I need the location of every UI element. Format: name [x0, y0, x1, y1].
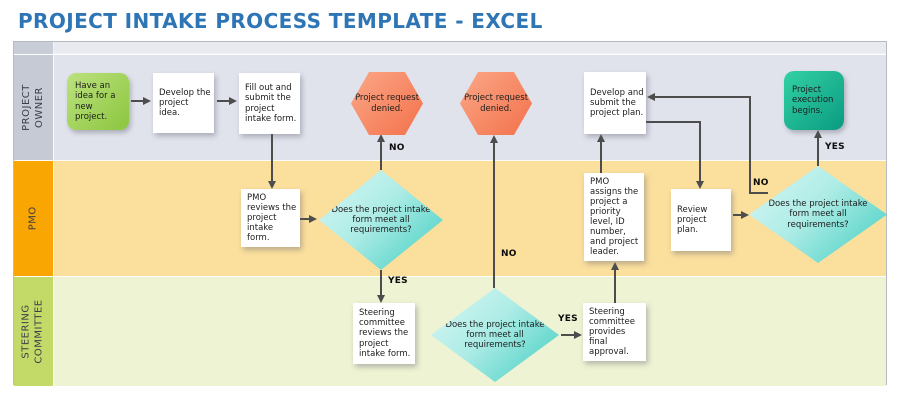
header-strip-label-cell	[14, 42, 54, 54]
arrowhead-up-icon	[610, 262, 619, 270]
arrowhead-up-icon	[489, 135, 498, 143]
node-text: PMO reviews the project intake form.	[247, 192, 297, 244]
lane-label-text: PROJECT OWNER	[21, 84, 45, 131]
node-text: Does the project intake form meet all re…	[331, 204, 431, 235]
node-text: Does the project intake form meet all re…	[768, 199, 868, 230]
connector-decision-plan-no-h1	[749, 192, 768, 194]
arrowhead-up-icon	[596, 134, 605, 142]
lane-label-text: STEERING COMMITTEE	[21, 299, 45, 364]
node-text: Project request denied.	[463, 93, 529, 114]
connector-decision-plan-no-v	[749, 96, 751, 194]
node-text: Does the project intake form meet all re…	[445, 319, 545, 350]
connector-decision-yes-to-steering-reviews	[380, 270, 382, 296]
arrowhead-right-icon	[143, 96, 151, 105]
step-pmo-assigns[interactable]: PMO assigns the project a priority level…	[584, 173, 644, 261]
lane-label-text: PMO	[27, 206, 39, 231]
step-fill-intake-form[interactable]: Fill out and submit the project intake f…	[239, 73, 300, 134]
connector-approval-to-pmo-assigns	[614, 269, 616, 303]
node-text: Develop and submit the project plan.	[590, 87, 644, 118]
connector-decision-plan-yes-to-execution	[817, 137, 819, 166]
arrowhead-right-icon	[741, 210, 749, 219]
edge-label-yes: YES	[825, 142, 845, 152]
lane-steering-committee: STEERING COMMITTEE	[14, 276, 886, 386]
step-review-plan[interactable]: Review project plan.	[671, 189, 731, 251]
node-text: Project request denied.	[354, 93, 420, 114]
edge-label-yes: YES	[388, 276, 408, 286]
connector-review-to-decision-plan	[733, 214, 743, 216]
lane-project-owner: PROJECT OWNER	[14, 54, 886, 160]
node-text: Review project plan.	[677, 204, 708, 235]
arrowhead-down-icon	[376, 295, 385, 303]
arrowhead-right-icon	[309, 214, 317, 223]
node-text: Steering committee reviews the project i…	[359, 308, 411, 359]
page-title: PROJECT INTAKE PROCESS TEMPLATE - EXCEL	[18, 9, 543, 33]
node-text: Steering committee provides final approv…	[589, 306, 635, 358]
edge-label-no: NO	[501, 249, 517, 259]
connector-plan-to-review-v	[699, 121, 701, 182]
hexagon-request-denied-2[interactable]: Project request denied.	[460, 72, 532, 135]
node-text: Develop the project idea.	[159, 87, 211, 118]
connector-steering-decision-no-to-denied2	[493, 142, 495, 288]
step-develop-idea[interactable]: Develop the project idea.	[153, 73, 214, 133]
node-text: PMO assigns the project a priority level…	[590, 176, 639, 258]
edge-label-no: NO	[753, 178, 769, 188]
node-text: Fill out and submit the project intake f…	[245, 83, 297, 124]
step-steering-reviews[interactable]: Steering committee reviews the project i…	[353, 303, 415, 364]
lane-label-project-owner: PROJECT OWNER	[14, 55, 54, 160]
arrowhead-right-icon	[574, 330, 582, 339]
connector-develop-to-intake	[217, 100, 230, 102]
arrowhead-left-icon	[647, 92, 655, 101]
connector-pmo-reviews-to-decision	[300, 218, 310, 220]
step-develop-submit-plan[interactable]: Develop and submit the project plan.	[584, 72, 646, 134]
step-pmo-reviews-form[interactable]: PMO reviews the project intake form.	[241, 189, 300, 247]
start-have-idea[interactable]: Have an idea for a new project.	[67, 73, 129, 130]
node-text: Have an idea for a new project.	[75, 81, 116, 122]
edge-label-no: NO	[389, 143, 405, 153]
lane-pmo: PMO	[14, 160, 886, 276]
lane-label-steering-committee: STEERING COMMITTEE	[14, 277, 54, 386]
connector-intake-to-pmo-reviews	[271, 134, 273, 182]
step-steering-approval[interactable]: Steering committee provides final approv…	[583, 303, 646, 361]
arrowhead-down-icon	[695, 181, 704, 189]
arrowhead-down-icon	[267, 181, 276, 189]
connector-plan-to-review-h	[646, 121, 701, 123]
edge-label-yes: YES	[558, 314, 578, 324]
flowchart-canvas: PROJECT OWNER PMO STEERING COMMITTEE NO …	[13, 41, 887, 386]
connector-decision-plan-no-h2	[654, 96, 751, 98]
arrowhead-up-icon	[376, 134, 385, 142]
lane-label-pmo: PMO	[14, 161, 54, 276]
arrowhead-right-icon	[229, 96, 237, 105]
connector-decision-no-to-denied1	[380, 142, 382, 170]
node-text: Project execution begins.	[792, 85, 834, 116]
end-project-execution[interactable]: Project execution begins.	[784, 71, 844, 130]
header-strip	[14, 42, 886, 54]
connector-pmo-assigns-to-plan	[600, 141, 602, 173]
arrowhead-up-icon	[813, 130, 822, 138]
hexagon-request-denied-1[interactable]: Project request denied.	[351, 72, 423, 135]
connector-start-to-develop	[131, 100, 144, 102]
connector-steering-decision-yes-to-approval	[561, 334, 575, 336]
